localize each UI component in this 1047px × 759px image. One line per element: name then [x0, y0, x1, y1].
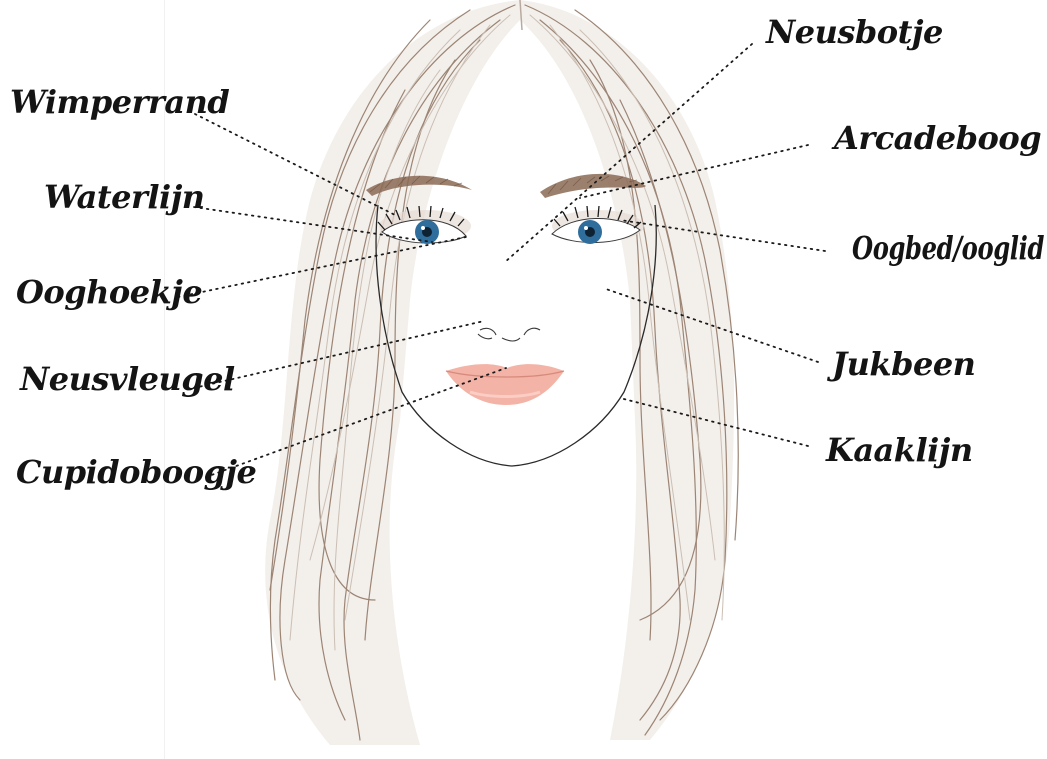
label-neusbotje: Neusbotje	[766, 16, 943, 48]
label-kaaklijn: Kaaklijn	[826, 434, 973, 466]
label-ooghoekje: Ooghoekje	[16, 276, 202, 308]
label-wimperrand: Wimperrand	[10, 86, 229, 118]
label-arcadeboog: Arcadeboog	[834, 122, 1041, 154]
label-cupidoboogje: Cupidoboogje	[16, 456, 256, 488]
label-waterlijn: Waterlijn	[44, 181, 205, 213]
lips	[446, 364, 564, 405]
label-oogbed: Oogbed/ooglid	[852, 232, 1044, 264]
nose	[478, 328, 540, 341]
label-neusvleugel: Neusvleugel	[20, 363, 235, 395]
label-jukbeen: Jukbeen	[832, 348, 975, 380]
